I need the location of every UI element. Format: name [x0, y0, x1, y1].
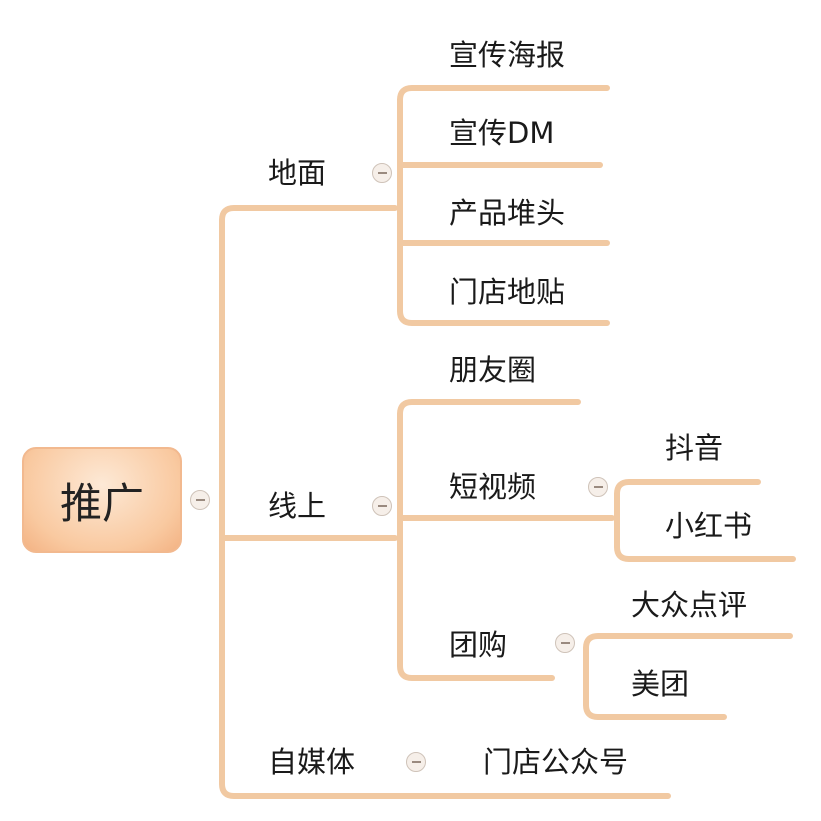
collapse-icon[interactable] — [588, 477, 608, 497]
leaf-node[interactable]: 抖音 — [665, 431, 724, 465]
subbranch-group-buy-label[interactable]: 团购 — [449, 628, 508, 662]
leaf-node[interactable]: 美团 — [631, 667, 690, 701]
branch-ground-label[interactable]: 地面 — [268, 156, 327, 190]
root-label: 推广 — [59, 478, 144, 528]
leaf-node[interactable]: 门店公众号 — [483, 745, 629, 779]
leaf-node[interactable]: 门店地贴 — [449, 275, 566, 309]
collapse-icon[interactable] — [406, 752, 426, 772]
leaf-node[interactable]: 宣传海报 — [449, 38, 566, 72]
branch-self-media-label[interactable]: 自媒体 — [268, 745, 356, 779]
leaf-node[interactable]: 朋友圈 — [449, 353, 537, 387]
leaf-node[interactable]: 大众点评 — [631, 588, 748, 622]
collapse-icon[interactable] — [555, 633, 575, 653]
collapse-icon[interactable] — [372, 163, 392, 183]
root-node[interactable]: 推广 — [22, 447, 182, 553]
leaf-node[interactable]: 小红书 — [665, 509, 753, 543]
branch-online-label[interactable]: 线上 — [268, 489, 327, 523]
leaf-node[interactable]: 宣传DM — [449, 116, 555, 150]
collapse-icon[interactable] — [372, 496, 392, 516]
subbranch-short-video-label[interactable]: 短视频 — [449, 470, 537, 504]
leaf-node[interactable]: 产品堆头 — [449, 196, 566, 230]
collapse-icon[interactable] — [190, 490, 210, 510]
